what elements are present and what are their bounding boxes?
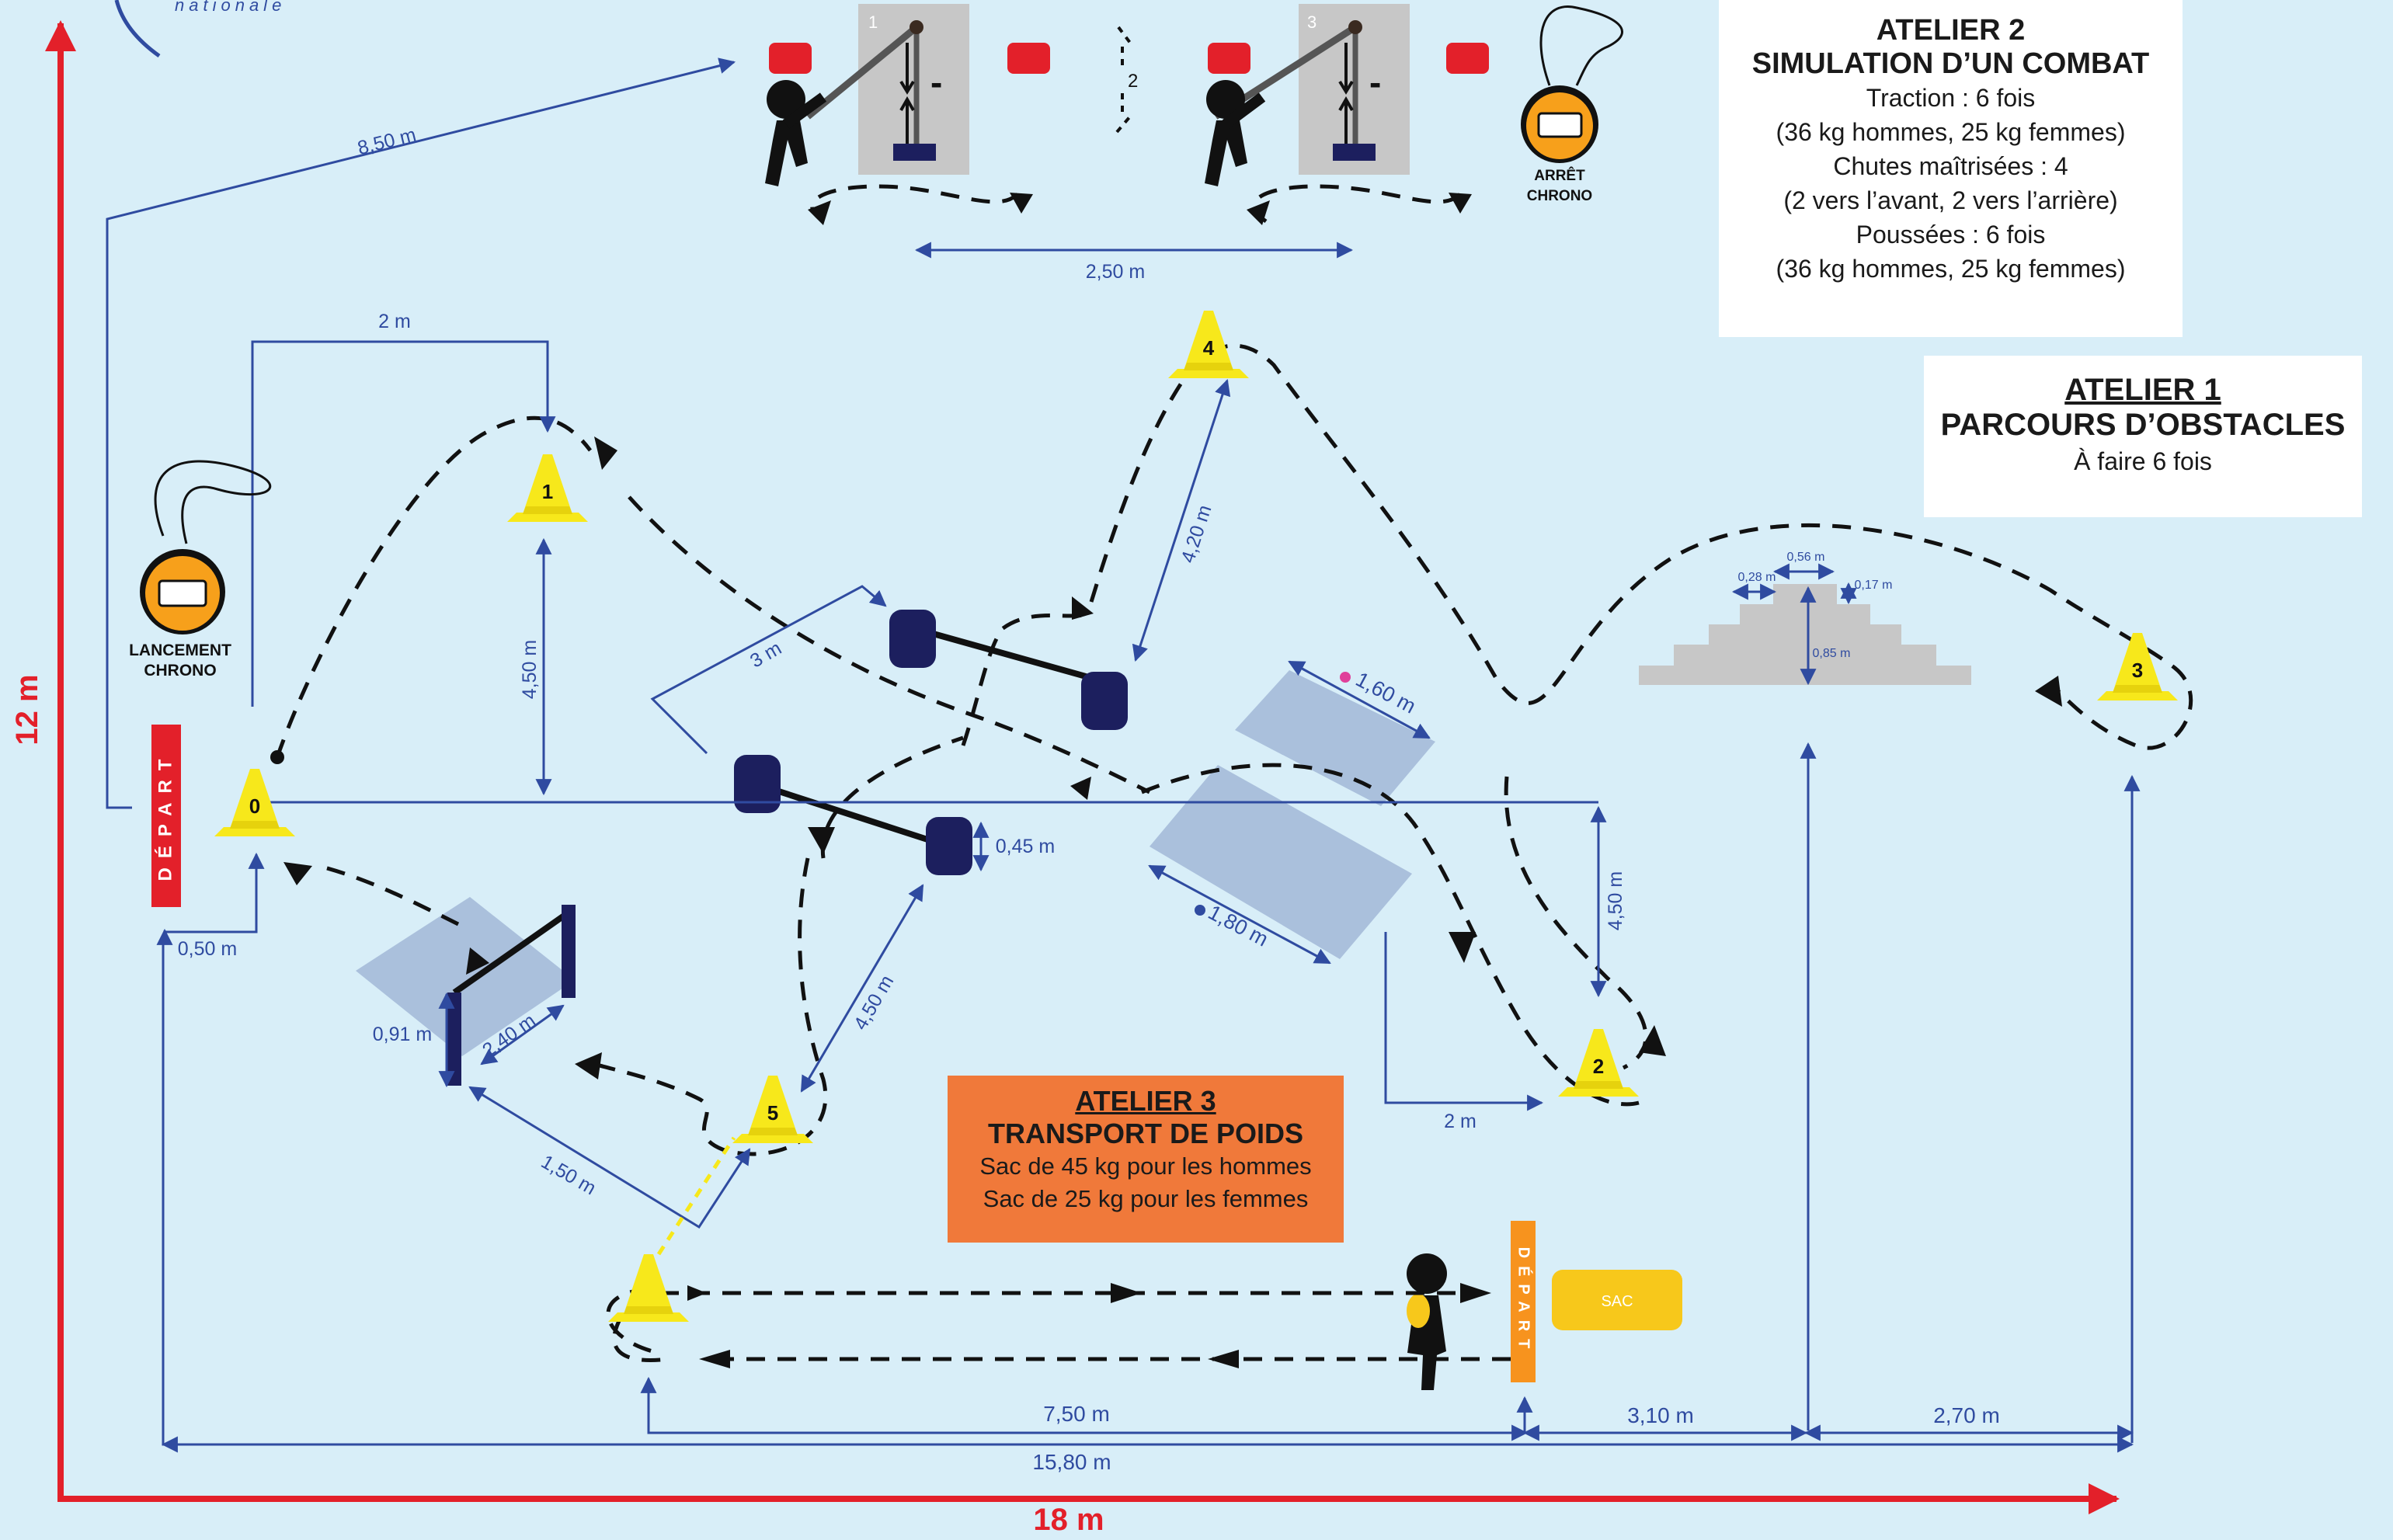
- depart-label-atelier3: DÉPART: [1515, 1247, 1533, 1357]
- stopwatch-stop: ARRÊT CHRONO: [1521, 5, 1623, 204]
- machine-number-1: 1: [868, 12, 878, 32]
- logo-text: nationale: [175, 0, 286, 15]
- cone-3: 3: [2097, 633, 2178, 700]
- measure-label-1580: 15,80 m: [1032, 1450, 1111, 1474]
- measure-label-250: 2,50 m: [1086, 261, 1145, 283]
- measure-label-2-top: 2 m: [378, 311, 411, 332]
- measure-label-850: 8,50 m: [356, 123, 419, 159]
- sac-bag: SAC: [1552, 1270, 1682, 1330]
- chrono-stop-label-2: CHRONO: [1527, 188, 1592, 204]
- logo: nationale: [114, 0, 286, 58]
- person-icon-3: [1407, 1253, 1447, 1390]
- measure-label-150: 1,50 m: [537, 1151, 600, 1199]
- person-icons: [765, 80, 1447, 1390]
- cone-5: 5: [732, 1076, 813, 1143]
- atelier2-box: ATELIER 2 SIMULATION D’UN COMBAT Tractio…: [1719, 0, 2183, 337]
- measure-label-450-left: 4,50 m: [519, 640, 541, 699]
- atelier1-subtitle: PARCOURS D’OBSTACLES: [1940, 408, 2346, 442]
- barriers: [447, 610, 1128, 1086]
- measure-label-420: 4,20 m: [1177, 502, 1216, 565]
- measure-label-045: 0,45 m: [996, 836, 1055, 857]
- cone-label-1: 1: [542, 480, 553, 503]
- y-axis-label: 12 m: [10, 674, 44, 745]
- atelier2-line-6: (36 kg hommes, 25 kg femmes): [1776, 255, 2126, 283]
- atelier2-title: ATELIER 2: [1876, 14, 2026, 47]
- measure-label-056: 0,56 m: [1787, 551, 1825, 564]
- atelier2-line-3: Chutes maîtrisées : 4: [1833, 152, 2068, 180]
- atelier1-title: ATELIER 1: [2064, 373, 2221, 407]
- atelier2-line-1: Traction : 6 fois: [1866, 84, 2036, 112]
- atelier3-line-2: Sac de 25 kg pour les femmes: [983, 1185, 1309, 1212]
- measure-label-3: 3 m: [746, 638, 785, 673]
- atelier3-box: ATELIER 3 TRANSPORT DE POIDS Sac de 45 k…: [948, 1076, 1344, 1243]
- measure-label-085: 0,85 m: [1813, 647, 1851, 660]
- measure-label-310: 3,10 m: [1627, 1403, 1694, 1427]
- chrono-start-label-2: CHRONO: [144, 662, 216, 680]
- yellow-dashed-link: [656, 1136, 736, 1256]
- combat-machines: 1 3 - - 2: [769, 4, 1489, 175]
- stair-block: [1639, 584, 1971, 685]
- depart-sign-atelier3: DÉPART: [1511, 1221, 1536, 1382]
- atelier3-title: ATELIER 3: [1075, 1085, 1216, 1117]
- machine-number-3: 3: [1307, 12, 1316, 32]
- atelier2-line-4: (2 vers l’avant, 2 vers l’arrière): [1783, 186, 2118, 214]
- machine-marker-2: 2: [1128, 71, 1138, 92]
- measure-label-450-right: 4,50 m: [1605, 871, 1626, 930]
- depart-label-main: DÉPART: [154, 750, 176, 881]
- atelier1-box: ATELIER 1 PARCOURS D’OBSTACLES À faire 6…: [1924, 356, 2362, 517]
- atelier3-line-1: Sac de 45 kg pour les hommes: [979, 1152, 1312, 1180]
- cone-label-3: 3: [2132, 659, 2143, 682]
- atelier1-line-1: À faire 6 fois: [2074, 447, 2212, 475]
- axes: 12 m 18 m: [10, 20, 2120, 1537]
- measure-lines: [106, 57, 2141, 1453]
- mats: [356, 670, 1435, 1056]
- atelier2-line-5: Poussées : 6 fois: [1856, 221, 2046, 249]
- atelier2-subtitle: SIMULATION D’UN COMBAT: [1751, 47, 2150, 80]
- female-icon: [1340, 672, 1351, 683]
- machine-minus-3: -: [1369, 62, 1381, 103]
- measure-label-450-mid: 4,50 m: [850, 972, 898, 1034]
- cone-label-2: 2: [1593, 1055, 1604, 1078]
- male-icon: [1195, 905, 1205, 916]
- person-icon-1: [765, 80, 827, 186]
- cones: 0 1 2 3 4 5: [214, 311, 2178, 1322]
- x-axis-label: 18 m: [1033, 1503, 1104, 1536]
- chrono-stop-label-1: ARRÊT: [1534, 167, 1585, 184]
- cone-0: 0: [214, 769, 295, 836]
- measure-label-017: 0,17 m: [1855, 579, 1893, 592]
- atelier3-subtitle: TRANSPORT DE POIDS: [987, 1118, 1304, 1149]
- person-icon-2: [1205, 80, 1266, 186]
- cone-label-4: 4: [1203, 336, 1215, 360]
- cone-label-5: 5: [767, 1101, 778, 1125]
- stopwatch-start: LANCEMENT CHRONO: [129, 460, 272, 680]
- measure-label-091: 0,91 m: [373, 1024, 432, 1045]
- chrono-start-label-1: LANCEMENT: [129, 641, 231, 659]
- cone-1: 1: [507, 454, 588, 522]
- measure-label-2-bottom: 2 m: [1444, 1111, 1476, 1132]
- route-arrows: [270, 193, 2062, 1368]
- atelier2-line-2: (36 kg hommes, 25 kg femmes): [1776, 118, 2126, 146]
- measure-label-050: 0,50 m: [178, 938, 237, 960]
- depart-sign-main: DÉPART: [151, 725, 181, 907]
- sac-label: SAC: [1601, 1293, 1633, 1310]
- cone-label-0: 0: [249, 794, 260, 818]
- measure-label-750: 7,50 m: [1043, 1402, 1110, 1426]
- machine-minus-1: -: [930, 62, 942, 103]
- cone-2: 2: [1558, 1029, 1639, 1097]
- cone-bottom: [608, 1254, 689, 1322]
- measure-label-270: 2,70 m: [1933, 1403, 2000, 1427]
- cone-4: 4: [1168, 311, 1249, 378]
- measure-label-028: 0,28 m: [1738, 571, 1776, 584]
